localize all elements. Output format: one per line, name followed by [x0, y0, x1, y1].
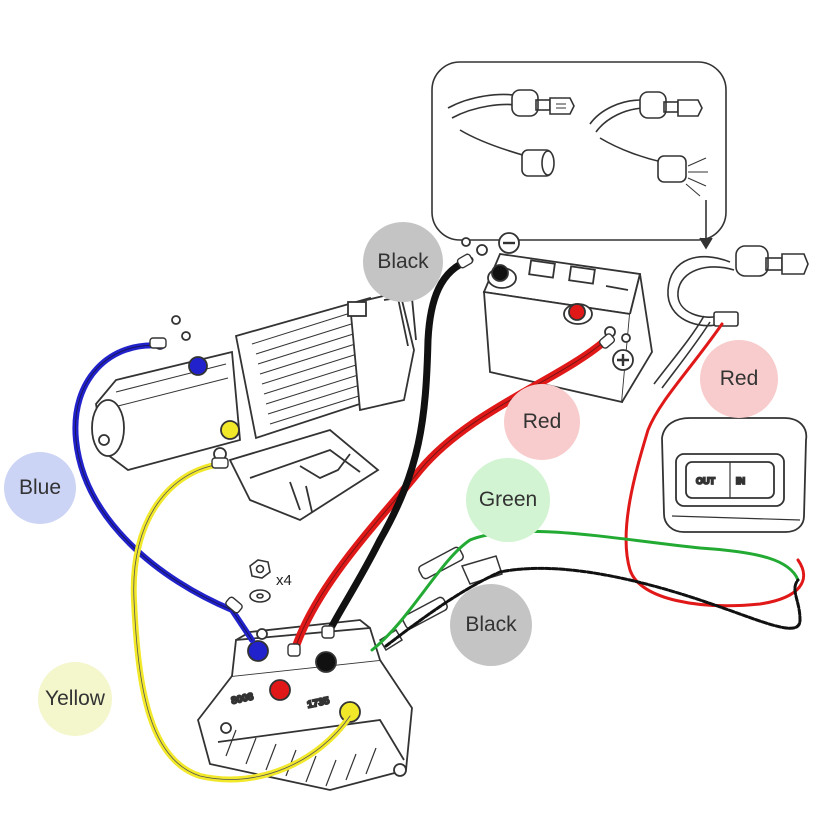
rocker-switch-panel: OUT IN — [661, 417, 808, 533]
label-text: Red — [522, 410, 562, 433]
winch — [91, 290, 417, 522]
label-text: Green — [478, 488, 538, 511]
contactor-black-terminal — [315, 651, 337, 673]
contactor-blue-terminal — [247, 640, 269, 662]
label-text: Yellow — [45, 687, 105, 710]
label-yellow: Yellow — [38, 662, 112, 736]
label-text: Black — [465, 613, 517, 636]
washer-count-label: x4 — [276, 572, 292, 589]
red-switch-wire — [624, 322, 806, 608]
black-switch-wire — [384, 566, 802, 648]
label-black-switch: Black — [450, 584, 532, 666]
battery — [461, 232, 653, 404]
battery-positive-post — [568, 303, 586, 321]
key-switch-inset — [431, 61, 727, 250]
inset-switch-wired-icon — [589, 91, 708, 197]
ring-terminals — [149, 253, 616, 657]
label-green: Green — [466, 458, 550, 542]
switch-in-label: IN — [736, 476, 745, 486]
inset-switch-plugged-icon — [447, 89, 575, 177]
green-wire — [370, 529, 800, 652]
black-wire — [326, 256, 474, 634]
battery-negative-post — [491, 264, 509, 282]
label-text: Blue — [18, 476, 62, 499]
contactor-red-terminal — [269, 679, 291, 701]
key-switch — [653, 245, 809, 389]
label-red-battery: Red — [504, 384, 580, 460]
label-red-switch: Red — [700, 340, 778, 418]
contactor-box: 8008 1735 — [197, 619, 413, 791]
label-text: Red — [719, 367, 759, 390]
nut-washer-hardware — [249, 559, 271, 603]
wires — [72, 256, 806, 783]
switch-out-label: OUT — [696, 476, 716, 486]
label-blue: Blue — [4, 452, 76, 524]
label-text: Black — [377, 250, 429, 273]
winch-yellow-terminal — [220, 420, 240, 440]
winch-blue-terminal — [188, 356, 208, 376]
label-black-battery: Black — [363, 222, 443, 302]
contactor-yellow-terminal — [339, 701, 361, 723]
